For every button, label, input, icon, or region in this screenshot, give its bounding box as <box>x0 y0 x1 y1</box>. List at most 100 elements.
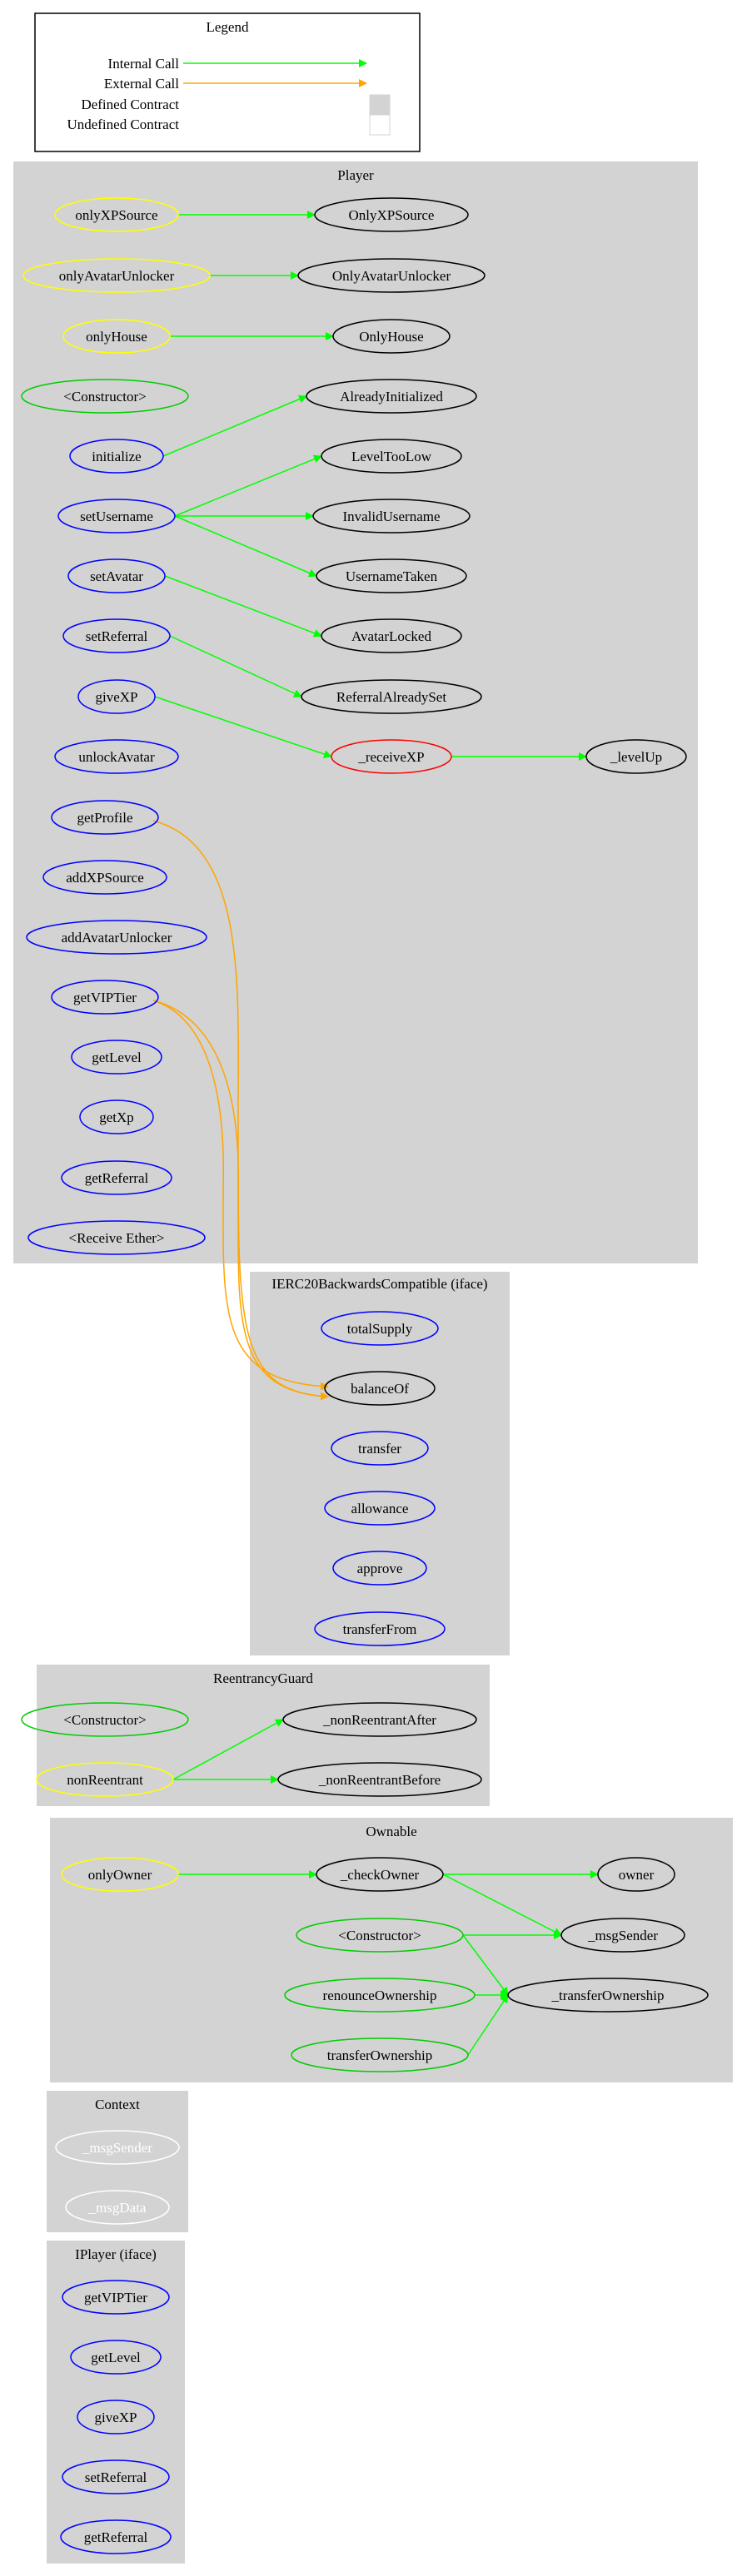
node-ellipse <box>324 1491 436 1526</box>
node-o-constructor: <Constructor> <box>296 1918 464 1953</box>
node-ellipse <box>324 1371 436 1406</box>
node-p-onlyhouse: onlyHouse <box>62 319 171 354</box>
node-p-getreferral: getReferral <box>61 1160 172 1195</box>
node-label: allowance <box>351 1501 409 1516</box>
node-p-receivexp: _receiveXP <box>331 739 452 774</box>
node-ellipse <box>69 439 164 474</box>
node-label: approve <box>357 1561 403 1576</box>
node-label: transferOwnership <box>327 2047 433 2063</box>
node-label: _msgSender <box>82 2140 152 2156</box>
node-p-addavatarunlocker: addAvatarUnlocker <box>26 920 207 955</box>
node-p-getlevel: getLevel <box>71 1040 162 1075</box>
node-label: renounceOwnership <box>323 1988 437 2003</box>
node-label: getXp <box>99 1109 134 1125</box>
node-label: setReferral <box>86 628 148 644</box>
node-e-transferfrom: transferFrom <box>314 1611 446 1646</box>
node-o-msgsender: _msgSender <box>560 1918 685 1953</box>
node-label: transfer <box>358 1441 401 1457</box>
node-ellipse <box>316 558 467 593</box>
cluster-reentrancy-title: ReentrancyGuard <box>213 1670 313 1686</box>
node-label: addAvatarUnlocker <box>62 930 172 946</box>
node-r-nonreentrantafter: _nonReentrantAfter <box>282 1702 477 1737</box>
node-label: AvatarLocked <box>351 628 431 644</box>
node-label: _checkOwner <box>340 1867 420 1883</box>
node-ellipse <box>321 618 462 653</box>
node-ellipse <box>36 1762 174 1797</box>
node-ellipse <box>321 439 462 474</box>
node-ellipse <box>62 2459 170 2494</box>
node-ellipse <box>332 319 451 354</box>
node-ellipse <box>296 1918 464 1953</box>
node-o-renounceownership: renounceOwnership <box>284 1978 476 2013</box>
node-ellipse <box>55 2130 180 2165</box>
node-label: getVIPTier <box>73 990 137 1005</box>
node-ellipse <box>21 1702 189 1737</box>
node-p-referralalreadyset: ReferralAlreadySet <box>301 679 482 714</box>
node-ellipse <box>284 1978 476 2013</box>
internal-call-edge-p_setUsername-to-p_UsernameTaken <box>174 515 317 578</box>
node-i-givexp: giveXP <box>77 2400 155 2435</box>
node-label: totalSupply <box>347 1321 413 1337</box>
node-label: _msgSender <box>587 1928 658 1943</box>
node-label: transferFrom <box>343 1621 417 1637</box>
node-ellipse <box>314 1611 446 1646</box>
node-ellipse <box>54 197 179 232</box>
node-ellipse <box>61 1857 179 1892</box>
node-p-levelup: _levelUp <box>585 739 687 774</box>
node-p-onlyhouse: OnlyHouse <box>332 319 451 354</box>
node-label: _nonReentrantAfter <box>322 1712 436 1728</box>
node-ellipse <box>314 197 469 232</box>
node-ellipse <box>77 679 156 714</box>
node-o-onlyowner: onlyOwner <box>61 1857 179 1892</box>
node-label: getVIPTier <box>84 2290 147 2305</box>
node-ellipse <box>62 2280 170 2315</box>
cluster-ierc20-title: IERC20BackwardsCompatible (iface) <box>271 1276 487 1292</box>
node-label: addXPSource <box>66 870 143 886</box>
internal-call-edge-p_setReferral-to-p_ReferralAlreadySet <box>169 635 302 697</box>
legend-external-call-label: External Call <box>104 76 179 92</box>
cluster-context-title: Context <box>95 2097 140 2112</box>
external-call-edge-p_getVIPTier-to-e_balanceOf <box>152 1000 329 1401</box>
node-ellipse <box>22 258 211 293</box>
legend-internal-call-label: Internal Call <box>108 56 180 72</box>
node-ellipse <box>77 2400 155 2435</box>
cluster-iplayer-title: IPlayer (iface) <box>75 2246 157 2262</box>
internal-call-edge-r_nonReentrant-to-r_nonReentrantAfter <box>172 1719 284 1780</box>
node-ellipse <box>51 800 159 835</box>
node-p-addxpsource: addXPSource <box>42 860 167 895</box>
node-p-usernametaken: UsernameTaken <box>316 558 467 593</box>
node-o-transferownership: transferOwnership <box>291 2037 469 2072</box>
node-i-setreferral: setReferral <box>62 2459 170 2494</box>
node-label: owner <box>619 1867 655 1883</box>
node-ellipse <box>585 739 687 774</box>
edge-layer <box>152 211 599 2056</box>
node-ellipse <box>27 1220 206 1255</box>
node-label: <Constructor> <box>63 389 146 405</box>
internal-call-edge-o_transferOwnership-to-o_transferOwnership_int <box>467 1994 509 2056</box>
node-r-nonreentrantbefore: _nonReentrantBefore <box>277 1762 482 1797</box>
node-label: OnlyHouse <box>359 329 423 345</box>
node-e-transfer: transfer <box>331 1431 429 1466</box>
node-label: _transferOwnership <box>550 1988 664 2003</box>
node-label: initialize <box>92 449 141 464</box>
node-label: onlyOwner <box>88 1867 152 1883</box>
node-p-setavatar: setAvatar <box>67 558 166 593</box>
node-label: giveXP <box>95 2410 137 2425</box>
node-label: <Receive Ether> <box>69 1230 165 1246</box>
node-ellipse <box>21 379 189 414</box>
node-ellipse <box>67 558 166 593</box>
legend: Legend Internal Call External Call Defin… <box>34 12 421 152</box>
node-label: getProfile <box>77 810 132 826</box>
cluster-iplayer: IPlayer (iface) <box>47 2241 185 2564</box>
node-ellipse <box>507 1978 709 2013</box>
internal-call-edge-p_setUsername-to-p_LevelTooLow <box>174 454 322 517</box>
internal-call-edge-p_initialize-to-p_AlreadyInitialized <box>162 395 307 457</box>
node-label: unlockAvatar <box>78 749 155 765</box>
node-label: InvalidUsername <box>342 509 440 524</box>
node-label: setAvatar <box>90 568 143 584</box>
node-ellipse <box>62 319 171 354</box>
internal-call-edge-p_giveXP-to-p_receiveXP <box>154 696 332 758</box>
node-label: getLevel <box>92 1050 142 1065</box>
node-p-onlyxpsource: onlyXPSource <box>54 197 179 232</box>
